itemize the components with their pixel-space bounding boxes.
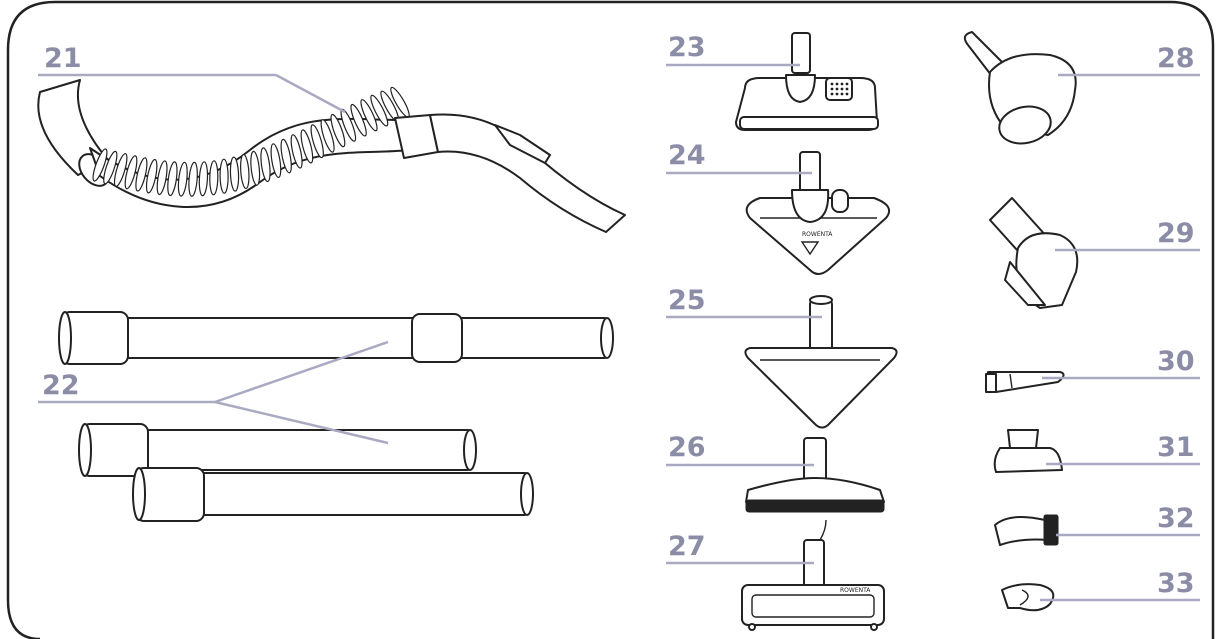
part-32-dusting-brush bbox=[994, 514, 1059, 546]
part-24-triangle-head: ROWENTA bbox=[745, 151, 890, 275]
part-23-floor-head bbox=[735, 32, 879, 131]
label-25: 25 bbox=[668, 285, 706, 316]
part-25-triangle-brush bbox=[744, 295, 898, 429]
part-31-small-nozzle bbox=[993, 429, 1063, 473]
label-24: 24 bbox=[668, 140, 706, 171]
part-30-crevice-tool bbox=[985, 371, 1065, 393]
label-31: 31 bbox=[1157, 432, 1195, 463]
label-33: 33 bbox=[1157, 568, 1195, 599]
label-23: 23 bbox=[668, 32, 706, 63]
svg-text:ROWENTA: ROWENTA bbox=[802, 231, 833, 238]
diagram-frame bbox=[6, 0, 1215, 639]
label-28: 28 bbox=[1157, 43, 1195, 74]
part-33-small-brush bbox=[1001, 583, 1055, 612]
svg-text:ROWENTA: ROWENTA bbox=[840, 587, 871, 594]
label-32: 32 bbox=[1157, 503, 1195, 534]
part-21-hose bbox=[37, 79, 626, 233]
label-27: 27 bbox=[668, 531, 706, 562]
part-29-upholstery-tool bbox=[989, 197, 1079, 309]
part-27-turbo-head: ROWENTA bbox=[741, 519, 885, 631]
label-30: 30 bbox=[1157, 346, 1195, 377]
label-29: 29 bbox=[1157, 218, 1195, 249]
label-21: 21 bbox=[44, 43, 82, 74]
label-22: 22 bbox=[42, 370, 80, 401]
label-26: 26 bbox=[668, 432, 706, 463]
part-22-tubes bbox=[58, 311, 614, 522]
part-26-parquet-brush bbox=[745, 437, 885, 513]
part-28-turbo-brush bbox=[963, 31, 1077, 145]
